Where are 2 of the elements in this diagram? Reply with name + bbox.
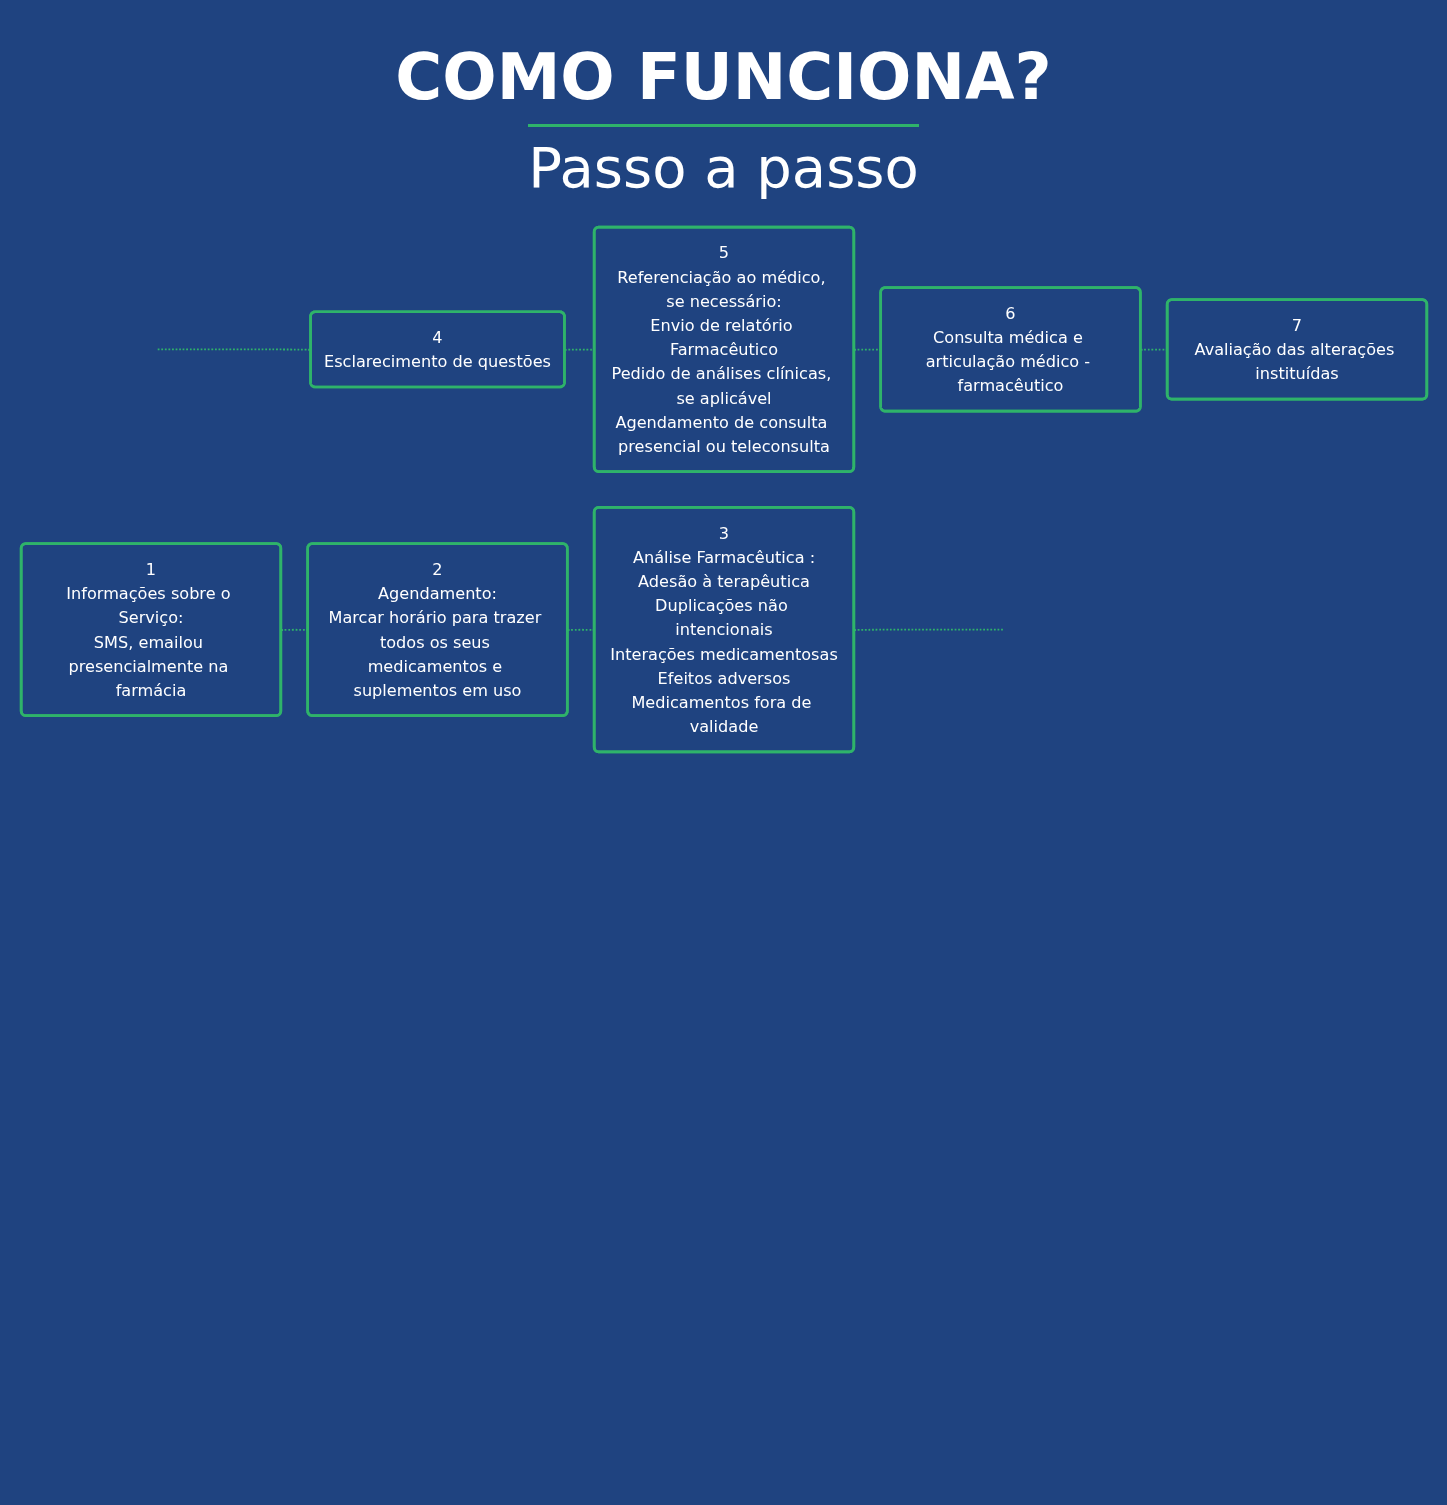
title: COMO FUNCIONA? — [394, 40, 1053, 114]
subtitle: Passo a passo — [528, 124, 919, 200]
